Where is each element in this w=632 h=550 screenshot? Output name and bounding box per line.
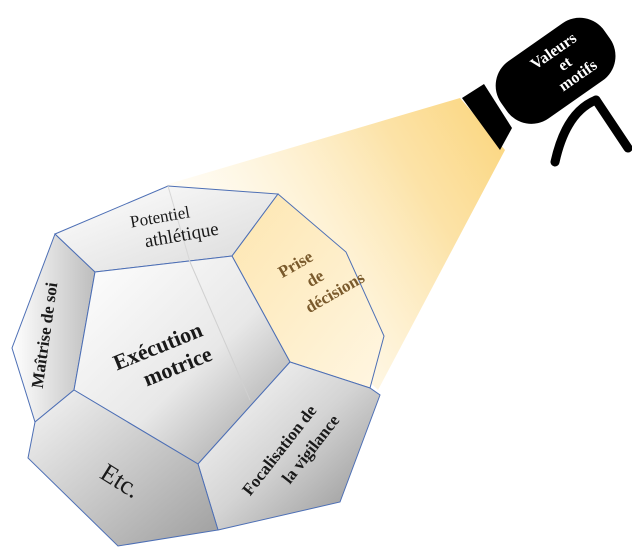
projector-leg [591,95,632,153]
internal-edge [167,185,191,263]
internal-edge [189,261,251,401]
projector-body [495,17,616,124]
face-etc [27,389,219,547]
projector-leg [550,95,601,167]
projector-lens [462,84,512,150]
